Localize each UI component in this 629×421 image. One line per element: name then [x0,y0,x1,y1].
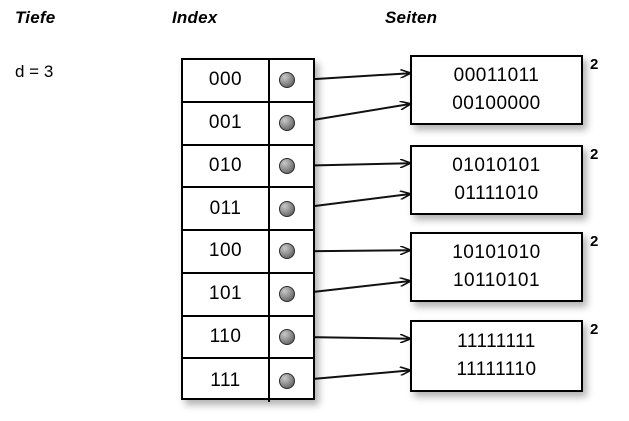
index-row[interactable]: 011 [183,188,313,231]
pointer-dot-icon[interactable] [279,243,295,260]
pointer-dot-icon[interactable] [279,328,295,345]
page-local-depth: 2 [590,233,599,250]
page-local-depth: 2 [590,146,599,163]
page-record-line: 11111110 [456,359,537,380]
page-box[interactable]: 10101010 10110101 [410,232,583,302]
index-pointer-cell[interactable] [270,146,313,187]
index-row[interactable]: 000 [183,60,313,103]
index-pointer-cell[interactable] [270,231,313,272]
index-key-label: 011 [183,188,270,229]
page-box[interactable]: 11111111 11111110 [410,320,583,392]
index-pointer-cell[interactable] [270,103,313,144]
index-key-label: 001 [183,102,270,144]
page-record-line: 01010101 [452,154,541,176]
column-header-seiten: Seiten [385,8,438,27]
index-row[interactable]: 111 [183,359,313,402]
page-record-line: 10110101 [452,270,541,291]
page-local-depth: 2 [590,56,599,73]
pointer-dot-icon[interactable] [279,372,295,389]
page-record-line: 11111111 [457,330,536,352]
index-key-label: 110 [183,316,270,358]
global-depth-value: d = 3 [15,62,54,81]
index-key-label: 010 [183,145,270,187]
column-header-index: Index [172,8,218,27]
page-record-line: 00011011 [453,64,540,86]
page-record-line: 10101010 [452,241,541,263]
page-box[interactable]: 00011011 00100000 [410,55,583,125]
pointer-dot-icon[interactable] [279,200,295,217]
index-row[interactable]: 110 [183,316,313,360]
pointer-dot-icon[interactable] [279,115,295,132]
index-row[interactable]: 100 [183,231,313,274]
page-box[interactable]: 01010101 01111010 [410,145,583,215]
pointer-dot-icon[interactable] [279,157,295,174]
index-key-label: 101 [183,273,270,315]
index-pointer-cell[interactable] [270,317,313,358]
index-pointer-cell[interactable] [270,60,313,101]
column-header-tiefe: Tiefe [15,8,56,27]
index-pointer-cell[interactable] [270,274,313,315]
page-record-line: 01111010 [454,183,539,204]
index-row[interactable]: 010 [183,145,313,189]
index-key-label: 100 [183,231,270,272]
index-row[interactable]: 001 [183,102,313,146]
index-key-label: 000 [183,60,270,101]
pointer-dot-icon[interactable] [279,286,295,303]
page-local-depth: 2 [590,321,599,338]
index-row[interactable]: 101 [183,273,313,317]
index-pointer-cell[interactable] [270,188,313,229]
index-key-label: 111 [183,359,270,402]
index-pointer-cell[interactable] [270,359,313,402]
page-record-line: 00100000 [452,93,541,114]
pointer-dot-icon[interactable] [279,72,295,89]
